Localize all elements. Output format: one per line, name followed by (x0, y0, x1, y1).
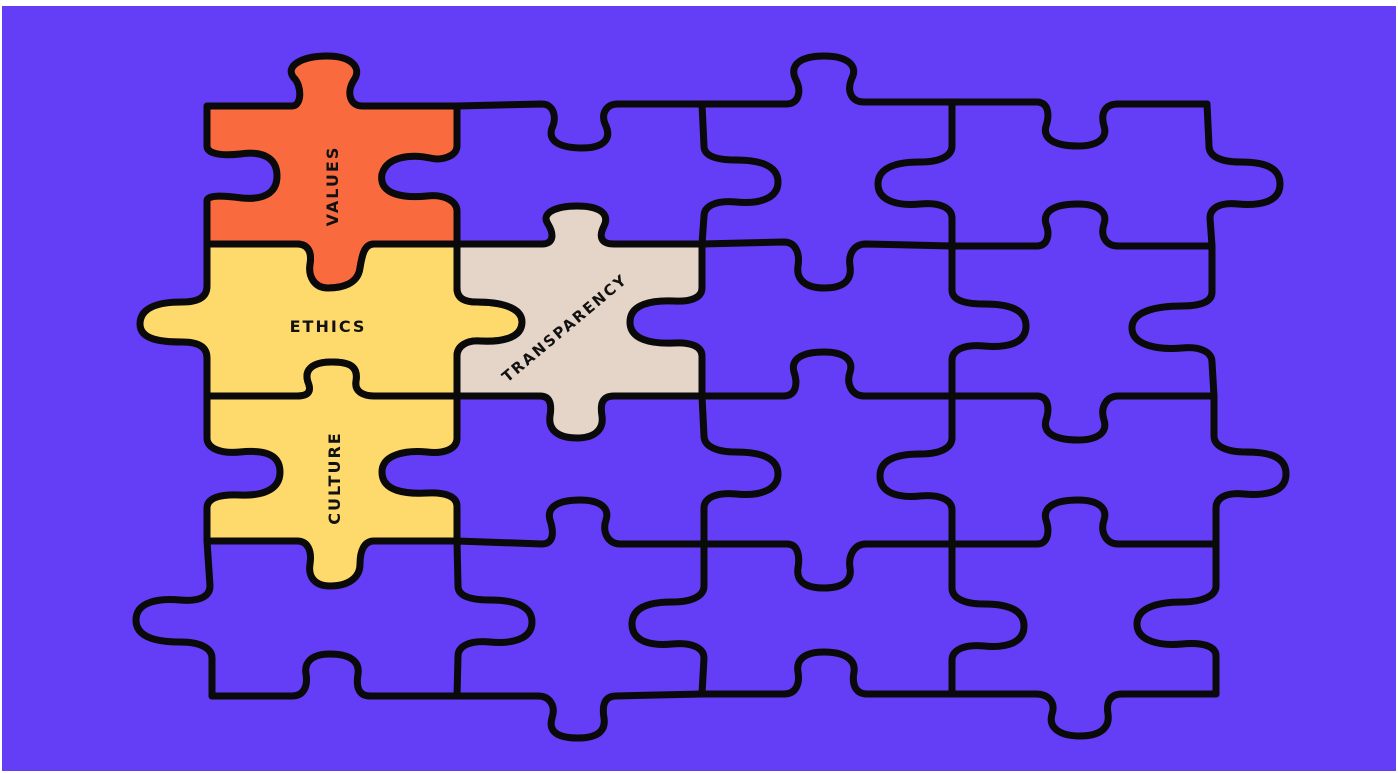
puzzle-illustration: VALUES ETHICS CULTURE TRANSPARENCY (2, 6, 1396, 771)
values-label: VALUES (323, 146, 342, 227)
puzzle-svg: VALUES ETHICS CULTURE TRANSPARENCY (2, 6, 1396, 771)
culture-label: CULTURE (325, 431, 344, 524)
ethics-label: ETHICS (290, 317, 367, 336)
